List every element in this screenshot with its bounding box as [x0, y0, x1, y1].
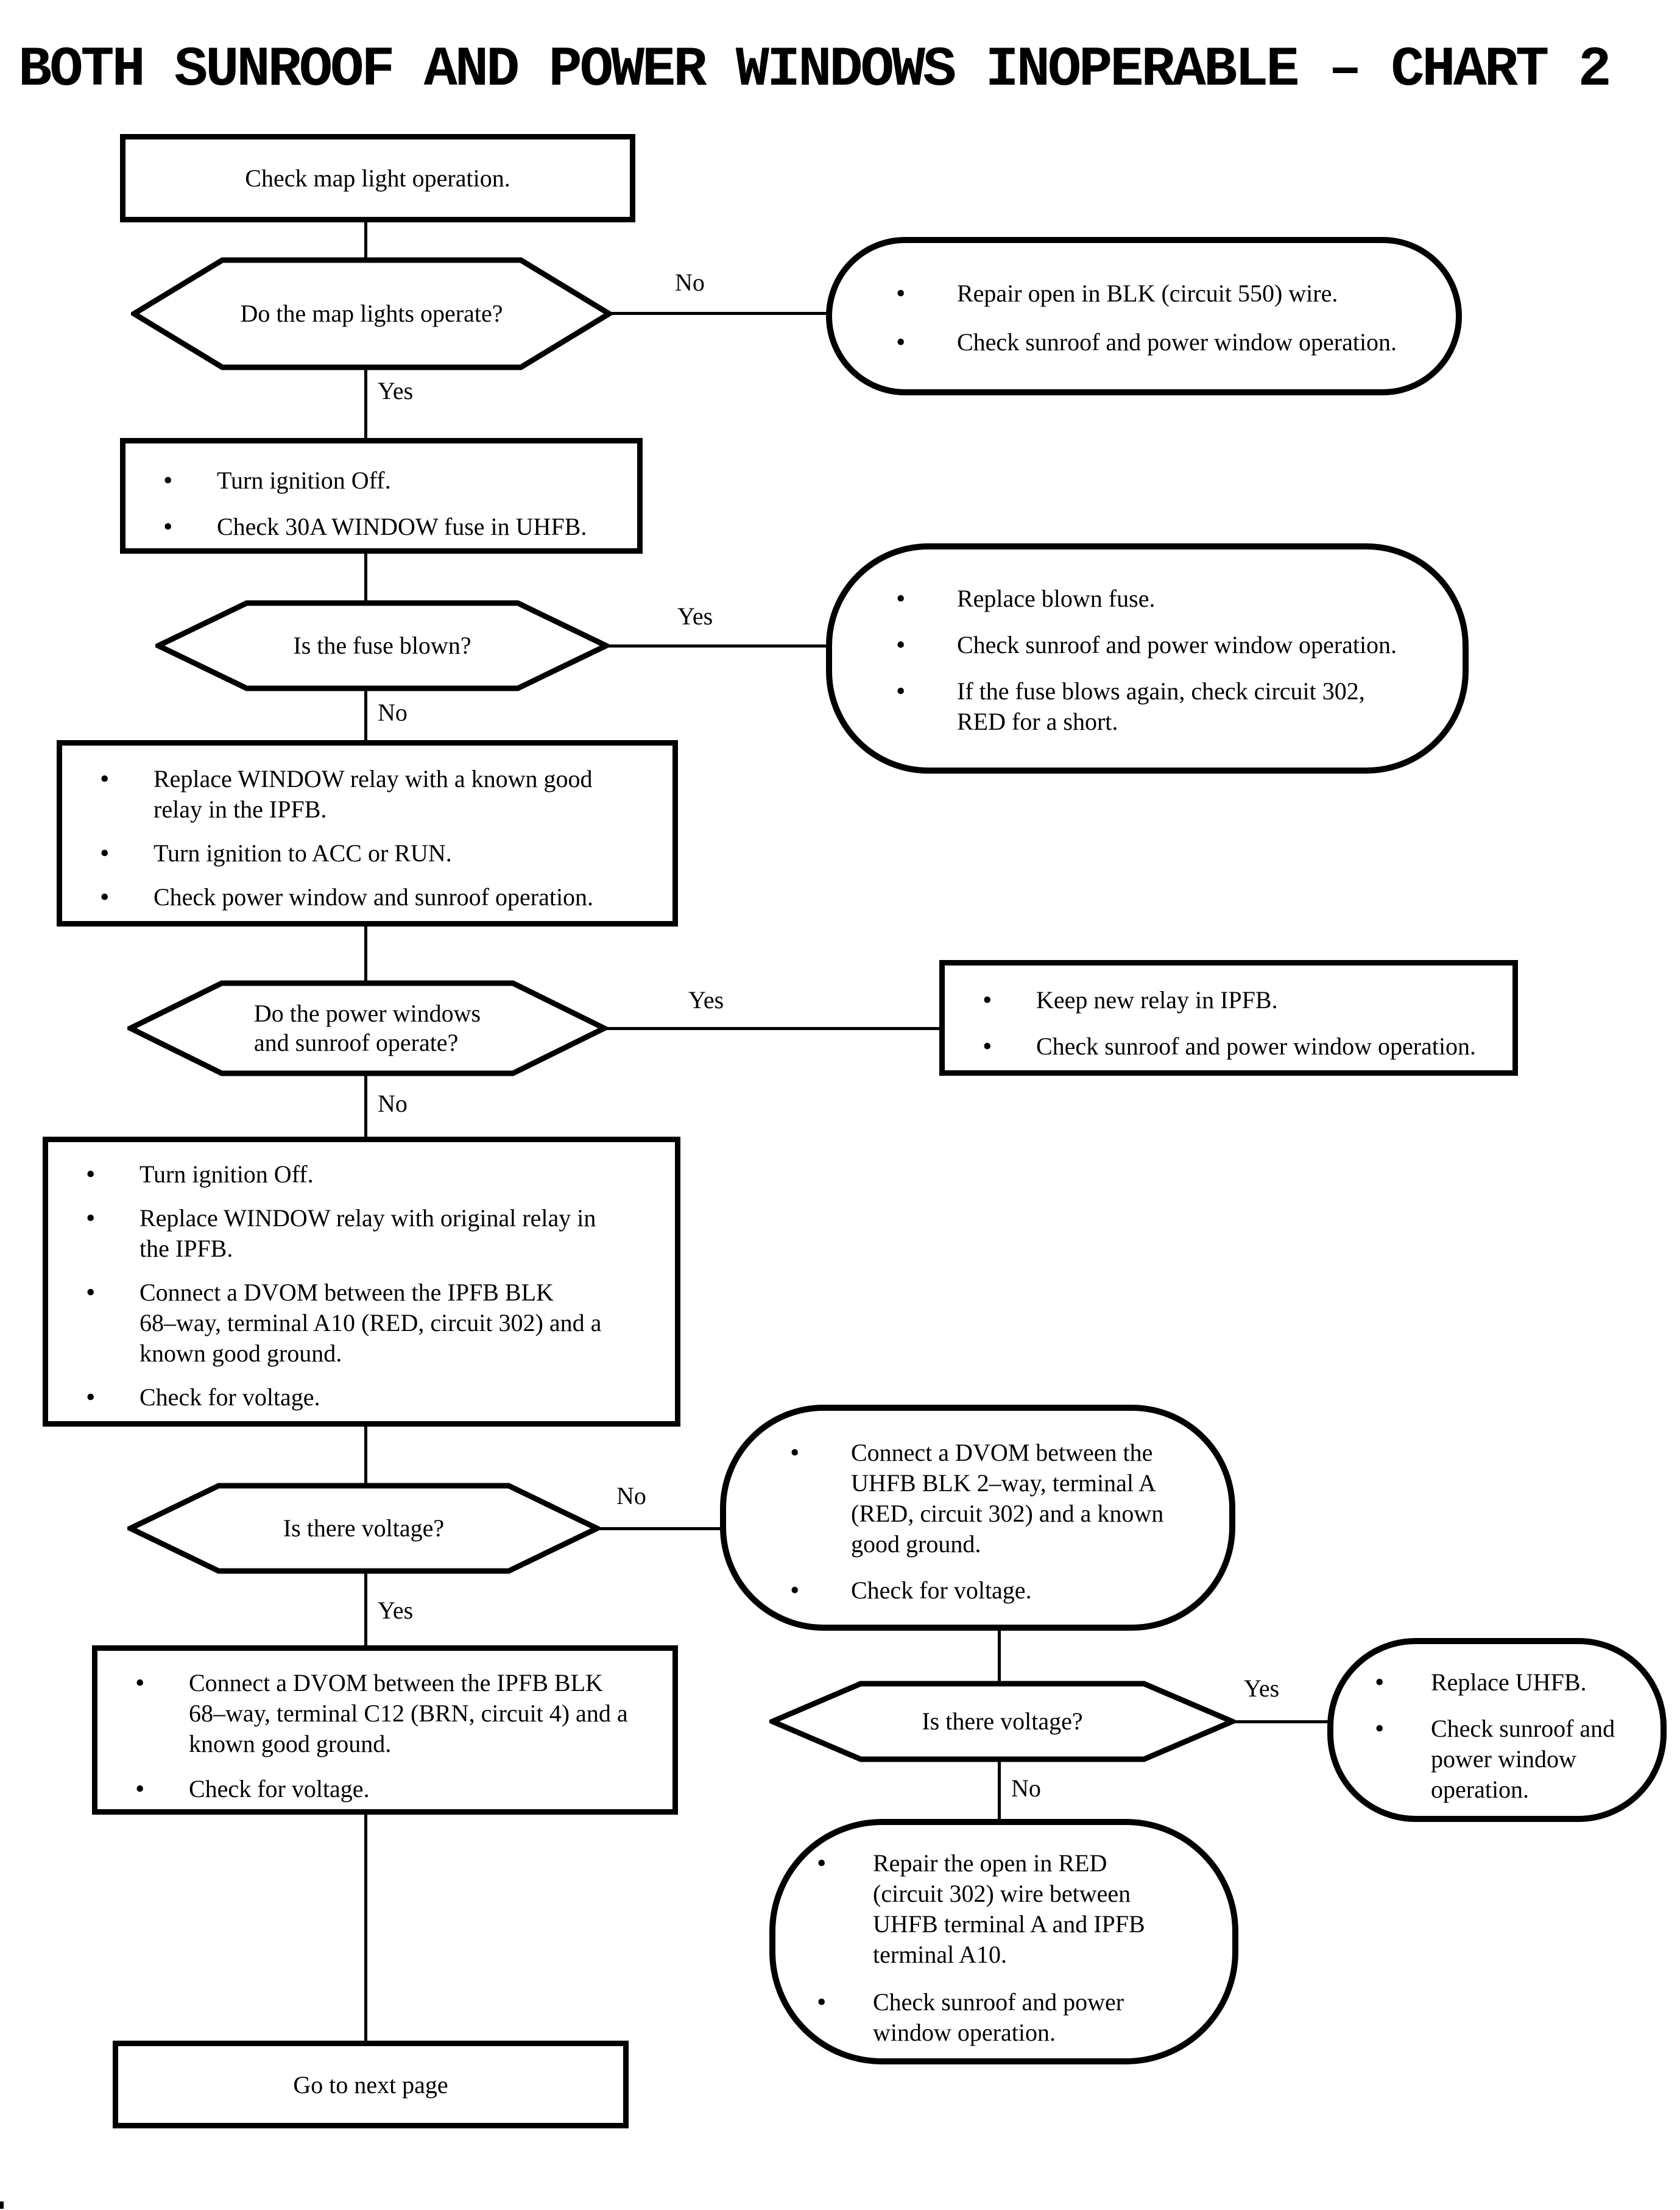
- bullet-item: Replace UHFB.: [1333, 1667, 1661, 1698]
- connector-m-o: [998, 1760, 1001, 1821]
- connector-a-b: [364, 221, 367, 261]
- decision-windows-sunroof-operate: Do the power windows and sunroof operate…: [127, 980, 607, 1076]
- decision-fuse-blown: Is the fuse blown?: [155, 600, 609, 691]
- edge-label-no: No: [1011, 1774, 1041, 1802]
- hexagon-shape: [127, 980, 607, 1076]
- terminal-replace-blown-fuse: Replace blown fuse. Check sunroof and po…: [826, 543, 1469, 774]
- hexagon-shape: [127, 1483, 600, 1574]
- bullet-item: Turn ignition to ACC or RUN.: [62, 838, 672, 869]
- node-text: Go to next page: [293, 2071, 448, 2099]
- decision-voltage-1: Is there voltage?: [127, 1483, 600, 1574]
- process-check-map-light: Check map light operation.: [120, 134, 635, 222]
- bullet-item: Replace WINDOW relay with original relay…: [48, 1203, 675, 1264]
- edge-label-no: No: [378, 699, 408, 726]
- node-text: Do the power windows and sunroof operate…: [253, 1000, 481, 1056]
- edge-label-yes: Yes: [688, 986, 724, 1014]
- edge-label-no: No: [675, 269, 705, 296]
- node-text: Do the map lights operate?: [240, 300, 503, 327]
- connector-h-i: [364, 1572, 367, 1648]
- edge-label-no: No: [616, 1482, 646, 1509]
- node-text: Is there voltage?: [922, 1707, 1083, 1735]
- bullet-item: Check power window and sunroof operation…: [62, 882, 672, 913]
- bullet-item: Check sunroof and power window operation…: [832, 327, 1456, 358]
- decision-voltage-2: Is there voltage?: [769, 1681, 1235, 1762]
- process-check-window-fuse: Turn ignition Off. Check 30A WINDOW fuse…: [120, 438, 643, 554]
- hexagon-shape: [769, 1681, 1235, 1762]
- bullet-item: Check sunroof and power window operation…: [1333, 1714, 1661, 1805]
- node-text: Check map light operation.: [245, 164, 510, 192]
- terminal-repair-red-wire: Repair the open in RED (circuit 302) wir…: [769, 1819, 1238, 2064]
- bullet-item: Replace WINDOW relay with a known good r…: [62, 764, 672, 825]
- bullet-item: Turn ignition Off.: [125, 465, 637, 496]
- bullet-item: Keep new relay in IPFB.: [945, 985, 1512, 1015]
- terminal-repair-blk-wire: Repair open in BLK (circuit 550) wire. C…: [826, 237, 1462, 395]
- decision-map-lights-operate: Do the map lights operate?: [131, 257, 612, 370]
- bullet-item: Check for voltage.: [48, 1382, 675, 1413]
- connector-d-e: [364, 690, 367, 743]
- node-text: Is there voltage?: [283, 1514, 445, 1542]
- bullet-item: Check sunroof and power window operation…: [945, 1031, 1512, 1062]
- bullet-item: Check sunroof and power window operation…: [832, 630, 1463, 660]
- connector-h-no: [597, 1527, 722, 1530]
- connector-f-g: [364, 1074, 367, 1140]
- process-go-next-page: Go to next page: [113, 2041, 629, 2128]
- edge-label-no: No: [378, 1090, 408, 1117]
- bullet-item: Repair the open in RED (circuit 302) wir…: [775, 1848, 1232, 1970]
- connector-m-yes: [1233, 1720, 1330, 1723]
- connector-e-f: [364, 924, 367, 984]
- edge-label-yes: Yes: [378, 377, 414, 404]
- bullet-item: Check sunroof and power window operation…: [775, 1987, 1232, 2048]
- bullet-item: Connect a DVOM between the IPFB BLK 68–w…: [48, 1277, 675, 1369]
- node-text: Is the fuse blown?: [293, 632, 471, 659]
- bullet-item: Check 30A WINDOW fuse in UHFB.: [125, 512, 637, 542]
- connector-d-yes: [606, 644, 828, 648]
- edge-label-yes: Yes: [378, 1597, 414, 1624]
- bullet-item: Repair open in BLK (circuit 550) wire.: [832, 278, 1456, 309]
- connector-b-no: [609, 312, 828, 315]
- edge-label-yes: Yes: [677, 602, 713, 630]
- process-keep-new-relay: Keep new relay in IPFB. Check sunroof an…: [939, 960, 1518, 1076]
- connector-l-m: [998, 1629, 1001, 1684]
- connector-b-c: [364, 367, 367, 442]
- connector-i-j: [364, 1812, 367, 2044]
- chart-title: BOTH SUNROOF AND POWER WINDOWS INOPERABL…: [18, 38, 1612, 102]
- scan-artifact: [0, 2201, 4, 2209]
- connector-c-d: [364, 551, 367, 604]
- edge-label-yes: Yes: [1244, 1675, 1280, 1702]
- bullet-item: Replace blown fuse.: [832, 584, 1463, 614]
- bullet-item: Check for voltage.: [726, 1575, 1229, 1606]
- connector-g-h: [364, 1424, 367, 1486]
- bullet-item: Check for voltage.: [97, 1774, 672, 1804]
- connector-f-yes: [604, 1027, 942, 1030]
- bullet-item: Connect a DVOM between the UHFB BLK 2–wa…: [726, 1438, 1229, 1559]
- bullet-item: Connect a DVOM between the IPFB BLK 68–w…: [97, 1668, 672, 1759]
- hexagon-shape: [155, 600, 609, 691]
- process-dvom-uhfb-2way: Connect a DVOM between the UHFB BLK 2–wa…: [720, 1405, 1235, 1631]
- hexagon-shape: [131, 257, 612, 370]
- process-replace-relay-known-good: Replace WINDOW relay with a known good r…: [57, 740, 678, 927]
- process-original-relay-dvom-a10: Turn ignition Off. Replace WINDOW relay …: [43, 1137, 680, 1427]
- bullet-item: Turn ignition Off.: [48, 1159, 675, 1190]
- bullet-item: If the fuse blows again, check circuit 3…: [832, 676, 1463, 737]
- process-dvom-ipfb-c12: Connect a DVOM between the IPFB BLK 68–w…: [92, 1645, 678, 1815]
- terminal-replace-uhfb: Replace UHFB. Check sunroof and power wi…: [1327, 1638, 1667, 1822]
